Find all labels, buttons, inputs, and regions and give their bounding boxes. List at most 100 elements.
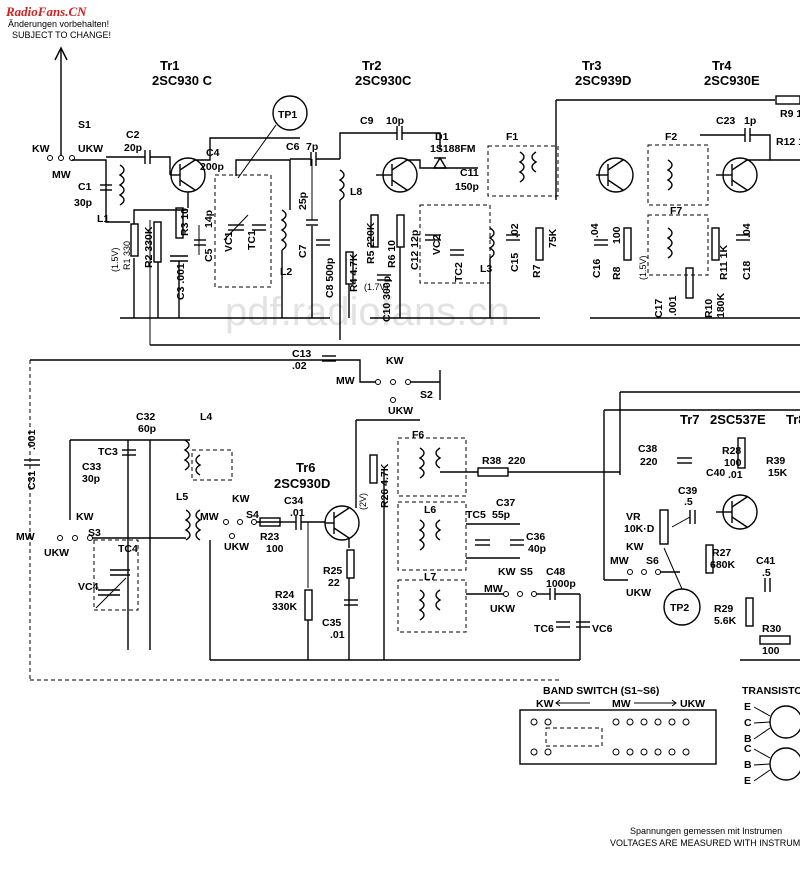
svg-text:14p: 14p (203, 210, 215, 228)
r6-resistor: R6 10 (386, 214, 405, 268)
f6-filter: F6 (412, 429, 442, 479)
svg-text:.001: .001 (26, 429, 38, 450)
svg-text:.04: .04 (741, 223, 753, 238)
c10-capacitor: C10 300p (377, 274, 393, 322)
f2-filter: F2 (665, 131, 677, 191)
svg-text:C: C (744, 743, 752, 755)
svg-text:220: 220 (640, 456, 658, 468)
svg-text:100: 100 (762, 645, 780, 657)
c7-capacitor: C7 25p (297, 192, 318, 258)
svg-text:S6: S6 (646, 555, 659, 567)
svg-text:R12 1K: R12 1K (776, 136, 800, 148)
switch-contact (530, 718, 538, 726)
svg-text:C2: C2 (126, 129, 140, 141)
svg-text:C4: C4 (206, 147, 220, 159)
svg-text:2SC930C: 2SC930C (355, 73, 412, 88)
svg-text:L5: L5 (176, 491, 188, 503)
svg-text:100: 100 (266, 543, 284, 555)
svg-text:TC1: TC1 (246, 230, 258, 250)
switch-s5: KW S5 MW UKW (484, 566, 537, 615)
svg-text:100: 100 (611, 226, 623, 244)
tc3-capacitor: TC3 (98, 446, 136, 458)
band-switch-title: BAND SWITCH (S1~S6) (543, 685, 659, 697)
vc1-tc1-gang-box (214, 174, 272, 288)
svg-text:25p: 25p (297, 192, 309, 210)
svg-text:55p: 55p (492, 509, 510, 521)
switch-contact (544, 718, 552, 726)
svg-text:C41: C41 (756, 555, 775, 567)
band-switch-scale: KW MW UKW (536, 698, 705, 710)
svg-text:Tr6: Tr6 (296, 460, 316, 475)
r24-resistor: R24 330K (272, 589, 313, 621)
tr7-title: Tr7 2SC537E Tr8 (680, 412, 800, 427)
svg-text:R5 220K: R5 220K (365, 222, 377, 264)
d1-diode: D1 1S188FM (430, 131, 476, 169)
svg-text:R25: R25 (323, 565, 342, 577)
r8-resistor: R8 100 (611, 226, 632, 280)
l5-coil: L5 (176, 491, 202, 541)
svg-text:E: E (744, 701, 751, 713)
svg-text:C34: C34 (284, 495, 303, 507)
c32-capacitor: C32 60p (136, 411, 156, 435)
l6-box (397, 501, 467, 571)
svg-text:75K: 75K (547, 228, 559, 248)
svg-text:KW: KW (386, 355, 404, 367)
r39-resistor: R39 15K (766, 455, 788, 479)
svg-text:C5: C5 (203, 248, 215, 262)
svg-text:C23: C23 (716, 115, 735, 127)
svg-text:UKW: UKW (224, 541, 249, 553)
r12-resistor: R12 1K (776, 136, 800, 148)
c3-capacitor: C3 .001 (170, 255, 188, 300)
c11-capacitor: C11 150p (455, 167, 479, 193)
tp2-test-point: TP2 (663, 547, 701, 626)
tr4-symbol (716, 157, 758, 193)
tr3-title: Tr3 2SC939D (575, 58, 631, 88)
c4-capacitor: C4 200p (200, 147, 224, 173)
switch-s2: KW MW UKW S2 (336, 355, 433, 417)
r4-resistor: R4 4.7K (345, 251, 360, 292)
c6-capacitor: C6 7p (286, 141, 318, 166)
l8-coil: L8 (338, 169, 362, 201)
svg-text:L1: L1 (97, 213, 109, 225)
switch-contact (544, 748, 552, 756)
svg-text:TC5: TC5 (466, 509, 486, 521)
svg-text:R30: R30 (762, 623, 781, 635)
svg-text:Tr2: Tr2 (362, 58, 382, 73)
svg-text:TC2: TC2 (453, 262, 465, 282)
svg-text:TC6: TC6 (534, 623, 554, 635)
r5-resistor: R5 220K (365, 214, 379, 264)
r23-resistor: R23 100 (259, 517, 284, 555)
notice-german: Änderungen vorbehalten! (8, 19, 109, 29)
c17-capacitor: C17 .001 (653, 295, 679, 318)
r25-resistor: R25 22 (323, 549, 355, 589)
svg-text:S5: S5 (520, 566, 533, 578)
svg-text:22: 22 (328, 577, 340, 589)
switch-contact (682, 718, 690, 726)
svg-text:C10 300p: C10 300p (381, 276, 393, 322)
switch-contact (530, 748, 538, 756)
svg-text:TP1: TP1 (278, 109, 297, 121)
switch-contact (626, 718, 634, 726)
svg-text:C1: C1 (78, 181, 92, 193)
svg-text:TRANSISTO: TRANSISTO (742, 685, 800, 697)
svg-text:S3: S3 (88, 527, 101, 539)
svg-text:C39: C39 (678, 485, 697, 497)
r10-resistor: R10 180K (685, 267, 727, 318)
svg-text:F7: F7 (670, 205, 682, 217)
tr2-title: Tr2 2SC930C (355, 58, 412, 88)
svg-text:C3 .001: C3 .001 (175, 263, 187, 300)
transistor-legend-type2: C B E (744, 743, 800, 787)
r38-resistor: R38 220 (477, 455, 526, 477)
svg-text:R11 1K: R11 1K (718, 245, 730, 280)
svg-text:MW: MW (610, 555, 629, 567)
l3-coil: L3 (480, 227, 495, 275)
tc5-capacitor: TC5 (466, 509, 490, 546)
c38-capacitor: C38 220 (638, 443, 692, 468)
vr-potentiometer[interactable]: VR 10K·D (624, 509, 691, 545)
l7-coil: L7 (418, 571, 442, 621)
svg-text:C15: C15 (509, 253, 521, 272)
transistor-legend-type1: E C B (744, 701, 800, 745)
svg-text:L6: L6 (424, 504, 436, 516)
vc4-capacitor: VC4 (78, 577, 127, 609)
